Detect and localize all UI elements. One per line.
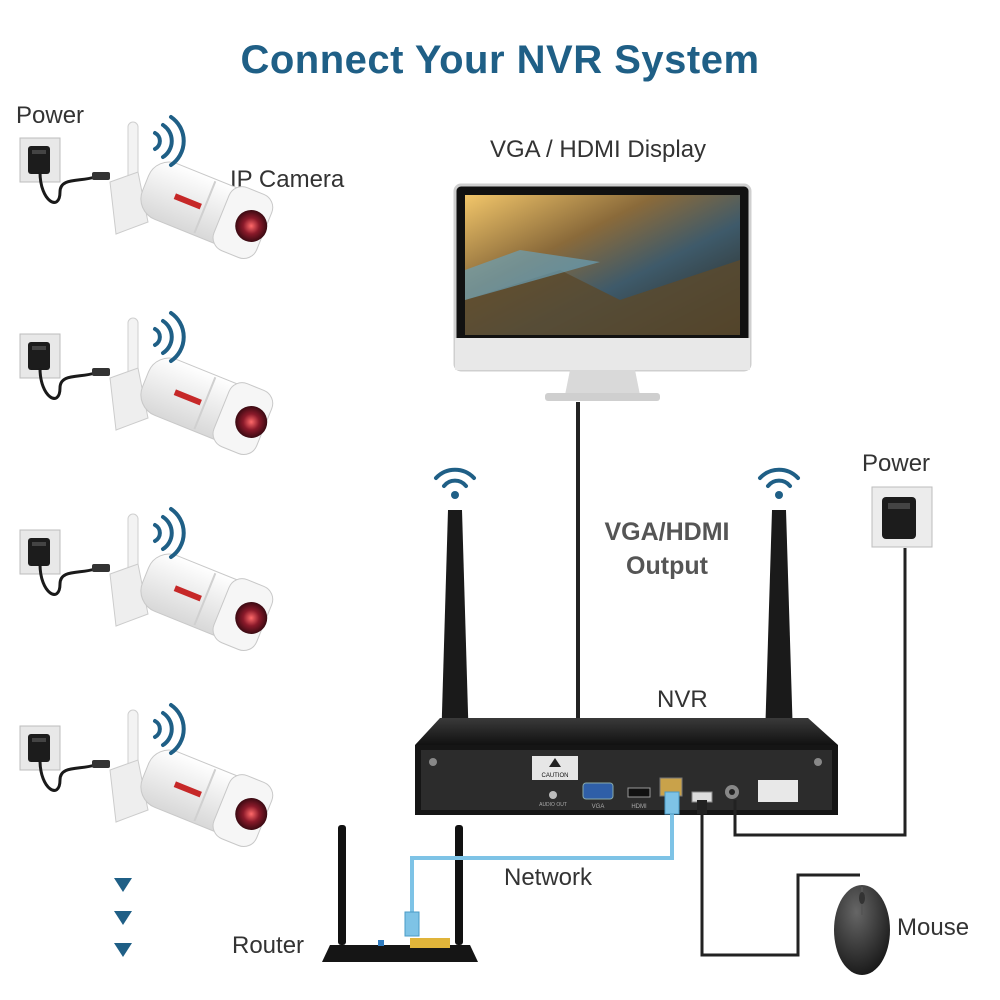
- router-device: [322, 825, 478, 962]
- label-power-right: Power: [862, 450, 931, 477]
- mouse-device: [697, 800, 890, 975]
- label-nvr: NVR: [657, 686, 708, 713]
- wifi-signal-icon: [153, 703, 186, 755]
- label-output: VGA/HDMI Output: [592, 515, 742, 583]
- down-arrow-icon: [114, 911, 132, 925]
- down-arrow-icon: [114, 943, 132, 957]
- port-vga-label: VGA: [592, 804, 605, 810]
- mouse-icon: [834, 885, 890, 975]
- power-adapter-right: [871, 486, 933, 548]
- wifi-signal-icon: [153, 115, 186, 167]
- port-hdmi-label: HDMI: [631, 804, 647, 810]
- label-display: VGA / HDMI Display: [490, 136, 707, 163]
- router-lan-ports: [410, 938, 450, 948]
- camera-unit-2: [19, 311, 281, 461]
- page-title: Connect Your NVR System: [240, 38, 760, 82]
- wifi-signal-icon: [153, 507, 186, 559]
- more-cameras-indicator: [114, 878, 132, 957]
- mouse-cable: [700, 808, 860, 957]
- nvr-antenna-right: [764, 510, 794, 770]
- label-network: Network: [504, 864, 593, 891]
- caution-label: CAUTION: [542, 773, 569, 779]
- monitor-icon: [453, 183, 752, 401]
- port-audio-label: AUDIO OUT: [539, 802, 567, 808]
- power-cable: [733, 548, 907, 837]
- nvr-device: CAUTION AUDIO OUT VGA HDMI: [415, 467, 838, 815]
- camera-unit-3: [19, 507, 281, 657]
- router-antenna-left: [338, 825, 346, 945]
- network-cable: [410, 800, 674, 935]
- wifi-signal-icon: [758, 467, 800, 501]
- label-mouse: Mouse: [897, 914, 970, 941]
- wifi-signal-icon: [153, 311, 186, 363]
- nvr-antenna-left: [440, 510, 470, 780]
- camera-unit-1: [19, 115, 281, 265]
- label-power-left: Power: [16, 102, 85, 129]
- camera-unit-4: [19, 703, 281, 853]
- hdmi-port: [627, 787, 651, 798]
- label-output-line2: Output: [626, 552, 708, 580]
- router-antenna-right: [455, 825, 463, 945]
- down-arrow-icon: [114, 878, 132, 892]
- vga-port: [582, 782, 614, 800]
- label-router: Router: [232, 932, 305, 959]
- wifi-signal-icon: [434, 467, 476, 501]
- label-output-line1: VGA/HDMI: [604, 518, 730, 546]
